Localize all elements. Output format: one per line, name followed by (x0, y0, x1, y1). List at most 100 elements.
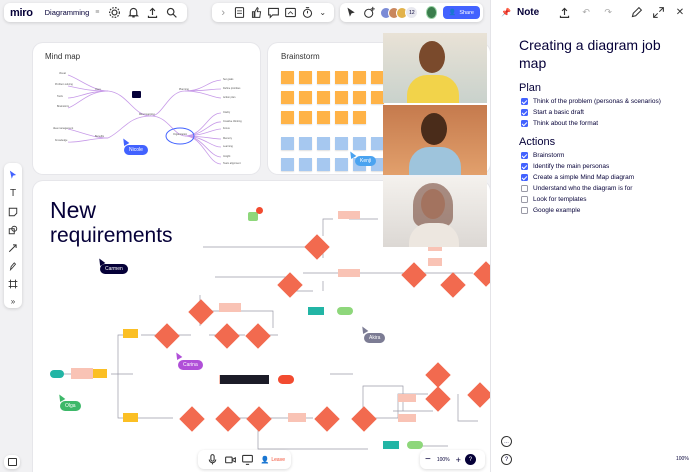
sticky-note[interactable] (371, 71, 384, 84)
process-node[interactable] (71, 368, 93, 379)
checklist-item[interactable]: Understand who the diagram is for (521, 185, 691, 192)
sticky-note[interactable] (371, 91, 384, 104)
thumbs-up-icon[interactable] (250, 4, 263, 22)
note-doc-title[interactable]: Creating a diagram job map (519, 37, 661, 71)
more-tools-icon[interactable]: » (10, 297, 16, 306)
sticky-note[interactable] (335, 71, 348, 84)
screen-icon[interactable] (241, 451, 255, 469)
search-icon[interactable] (164, 4, 179, 22)
checkbox[interactable] (521, 163, 528, 170)
checkbox[interactable] (521, 196, 528, 203)
checklist-item[interactable]: Look for templates (521, 196, 691, 203)
terminal-node[interactable] (278, 375, 294, 384)
process-node[interactable] (308, 307, 324, 315)
video-tile[interactable] (383, 177, 487, 247)
checklist-item[interactable]: Think about the format (521, 120, 691, 127)
sticky-note[interactable] (317, 91, 330, 104)
frame-tool-icon[interactable] (6, 279, 20, 289)
pin-icon[interactable]: 📌 (501, 7, 511, 17)
comment-icon[interactable] (267, 4, 280, 22)
checklist-item[interactable]: Brainstorm (521, 152, 691, 159)
upload-icon[interactable] (145, 4, 160, 22)
process-node[interactable] (428, 243, 442, 251)
sticky-note[interactable] (317, 111, 330, 124)
sticky-note[interactable] (317, 137, 330, 150)
share-button[interactable]: 👤 Share (442, 6, 480, 19)
terminal-node[interactable] (337, 307, 353, 315)
help-icon[interactable]: ? (501, 454, 512, 465)
text-tool-icon[interactable]: T (9, 188, 17, 199)
checkbox[interactable] (521, 98, 528, 105)
process-node[interactable] (398, 414, 416, 422)
checkbox[interactable] (521, 109, 528, 116)
cursor-icon[interactable] (345, 4, 359, 22)
edit-icon[interactable] (627, 3, 645, 21)
sticky-note[interactable] (281, 91, 294, 104)
bell-icon[interactable] (126, 4, 141, 22)
sticky-note-icon[interactable] (6, 207, 20, 217)
sticky-note[interactable] (335, 91, 348, 104)
process-node[interactable] (93, 369, 107, 378)
avatar[interactable] (426, 6, 437, 19)
redo-icon[interactable]: ↷ (604, 6, 612, 17)
process-node[interactable] (338, 269, 360, 277)
frame-icon[interactable] (284, 4, 297, 22)
zoom-in-button[interactable]: + (455, 454, 461, 465)
checklist-item[interactable]: Create a simple Mind Map diagram (521, 174, 691, 181)
sticky-note[interactable] (281, 158, 294, 171)
checklist-item[interactable]: Identify the main personas (521, 163, 691, 170)
help-icon[interactable]: ? (464, 454, 476, 465)
select-tool-icon[interactable] (6, 170, 20, 180)
sticky-note[interactable] (317, 158, 330, 171)
process-node[interactable] (383, 441, 399, 449)
video-tile[interactable] (383, 105, 487, 175)
process-node[interactable] (428, 258, 442, 266)
sticky-note[interactable] (299, 137, 312, 150)
checkbox[interactable] (521, 207, 528, 214)
checkbox[interactable] (521, 152, 528, 159)
sticky-note[interactable] (281, 111, 294, 124)
zoom-level[interactable]: 100% (436, 456, 450, 463)
add-reaction-icon[interactable] (363, 4, 377, 22)
process-node[interactable] (219, 303, 241, 312)
pen-icon[interactable] (6, 261, 20, 271)
process-node[interactable] (123, 413, 138, 422)
chat-icon[interactable]: … (501, 436, 512, 447)
expand-icon[interactable] (649, 3, 667, 21)
connector-icon[interactable] (6, 243, 20, 253)
shapes-icon[interactable] (6, 225, 20, 235)
sticky-note[interactable] (353, 71, 366, 84)
checkbox[interactable] (521, 185, 528, 192)
sticky-note[interactable] (353, 91, 366, 104)
chevron-right-icon[interactable]: › (221, 6, 226, 19)
board-menu-icon[interactable]: ≡ (95, 9, 100, 16)
sticky-note[interactable] (371, 137, 384, 150)
panel-toggle[interactable] (4, 455, 20, 469)
mic-icon[interactable] (206, 451, 220, 469)
upload-icon[interactable] (555, 3, 573, 21)
checkbox[interactable] (521, 174, 528, 181)
video-icon[interactable] (224, 451, 238, 469)
miro-logo[interactable]: miro (10, 6, 33, 19)
process-node[interactable] (398, 394, 416, 402)
board-name[interactable]: Diagramming (44, 8, 90, 17)
timer-icon[interactable] (301, 4, 314, 22)
doc-icon[interactable] (233, 4, 246, 22)
process-node[interactable] (241, 375, 269, 384)
sticky-note[interactable] (281, 71, 294, 84)
leave-button[interactable]: 👤 Leave (261, 456, 285, 464)
checklist-item[interactable]: Google example (521, 207, 691, 214)
terminal-node[interactable] (50, 370, 64, 378)
checklist-item[interactable]: Think of the problem (personas & scenari… (521, 98, 691, 105)
zoom-out-button[interactable]: − (425, 454, 431, 465)
comment-icon[interactable] (248, 212, 258, 221)
sticky-note[interactable] (299, 71, 312, 84)
sticky-note[interactable] (353, 111, 366, 124)
sticky-note[interactable] (281, 137, 294, 150)
sticky-note[interactable] (335, 111, 348, 124)
note-zoom-level[interactable]: 100% (676, 456, 689, 462)
process-node[interactable] (288, 413, 306, 422)
terminal-node[interactable] (407, 441, 423, 449)
sticky-note[interactable] (299, 111, 312, 124)
process-node[interactable] (338, 211, 360, 219)
